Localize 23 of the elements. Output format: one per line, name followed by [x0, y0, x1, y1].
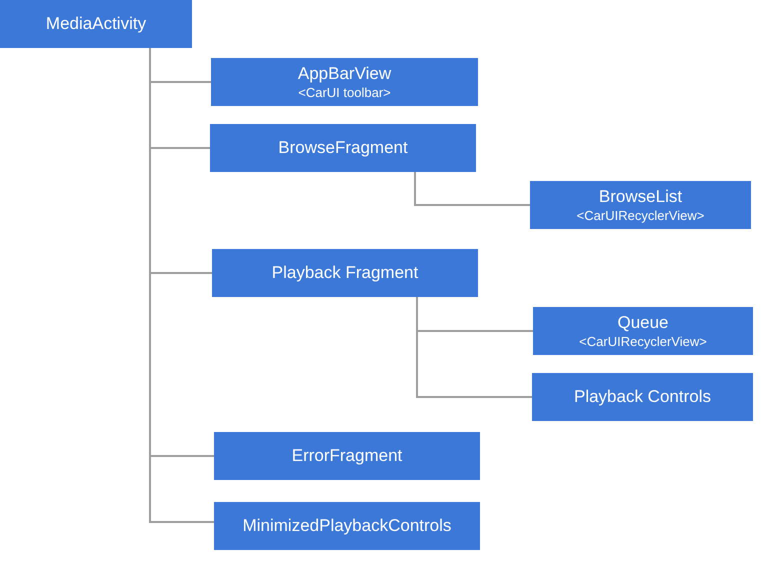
component-name: AppBarView [298, 64, 392, 84]
component-name: MinimizedPlaybackControls [242, 516, 452, 536]
component-name: BrowseList [598, 186, 682, 206]
component-box [214, 432, 480, 480]
component-name: Playback Fragment [272, 263, 418, 283]
component-type: <CarUIRecyclerView> [579, 332, 707, 350]
connector-line [414, 172, 530, 206]
component-box [210, 124, 476, 172]
component-name: ErrorFragment [292, 446, 402, 466]
component-name: MediaActivity [46, 14, 146, 34]
connector-line [416, 297, 532, 398]
component-name: Playback Controls [574, 387, 711, 407]
component-type: <CarUIRecyclerView> [576, 206, 704, 224]
component-box [212, 249, 478, 297]
component-box [214, 502, 480, 550]
component-name: Queue [617, 312, 669, 332]
component-box [211, 58, 478, 106]
component-name: BrowseFragment [278, 138, 408, 158]
component-type: <CarUI toolbar> [298, 84, 391, 100]
component-box [530, 181, 751, 229]
component-box [533, 307, 753, 355]
component-box [0, 0, 192, 48]
component-box [532, 373, 753, 421]
